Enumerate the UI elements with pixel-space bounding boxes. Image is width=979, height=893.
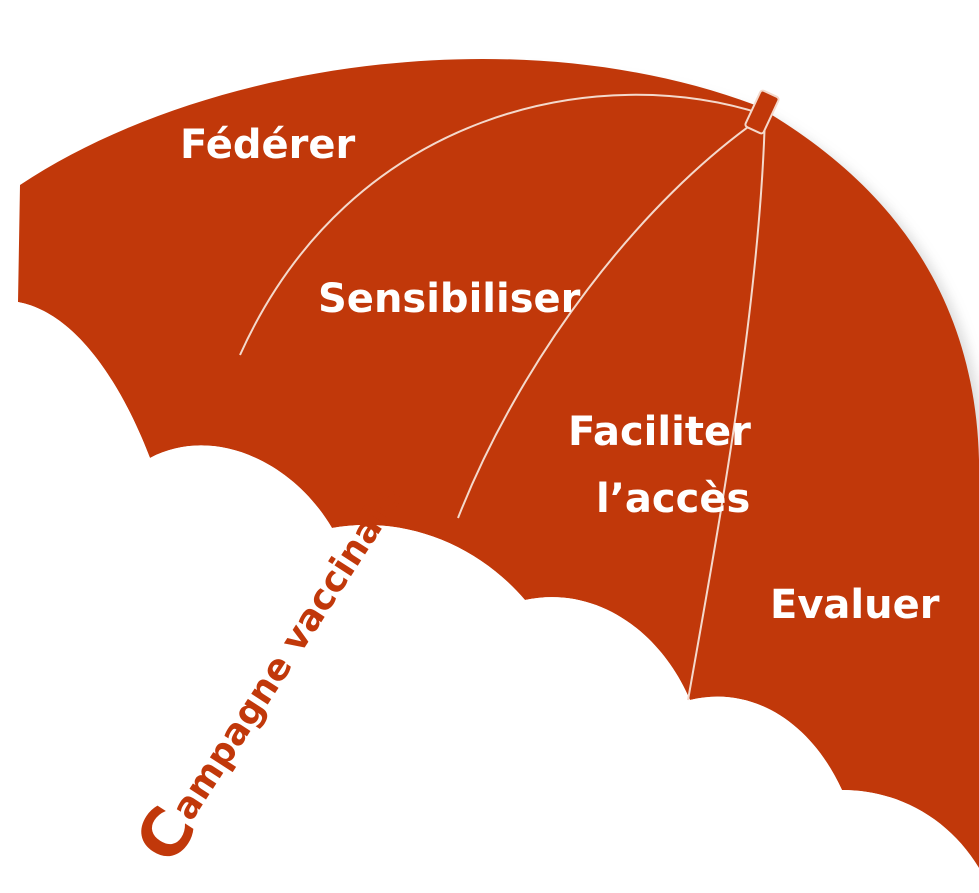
umbrella-canopy bbox=[18, 58, 979, 869]
umbrella-rib-2 bbox=[457, 114, 766, 519]
segment-label-acces: l’accès bbox=[596, 476, 750, 522]
umbrella-tip bbox=[744, 89, 780, 135]
segment-label-evaluer: Evaluer bbox=[770, 582, 940, 628]
canopy-scallop-1 bbox=[0, 302, 332, 893]
canopy-scallop-3 bbox=[0, 696, 979, 893]
segment-label-faciliter: Faciliter bbox=[568, 409, 751, 455]
umbrella-rib-3 bbox=[687, 114, 766, 701]
umbrella-rib-1 bbox=[239, 93, 766, 356]
segment-label-sensibiliser: Sensibiliser bbox=[318, 276, 581, 322]
canopy-scallop-2 bbox=[0, 524, 690, 893]
segment-label-federer: Fédérer bbox=[180, 122, 355, 168]
